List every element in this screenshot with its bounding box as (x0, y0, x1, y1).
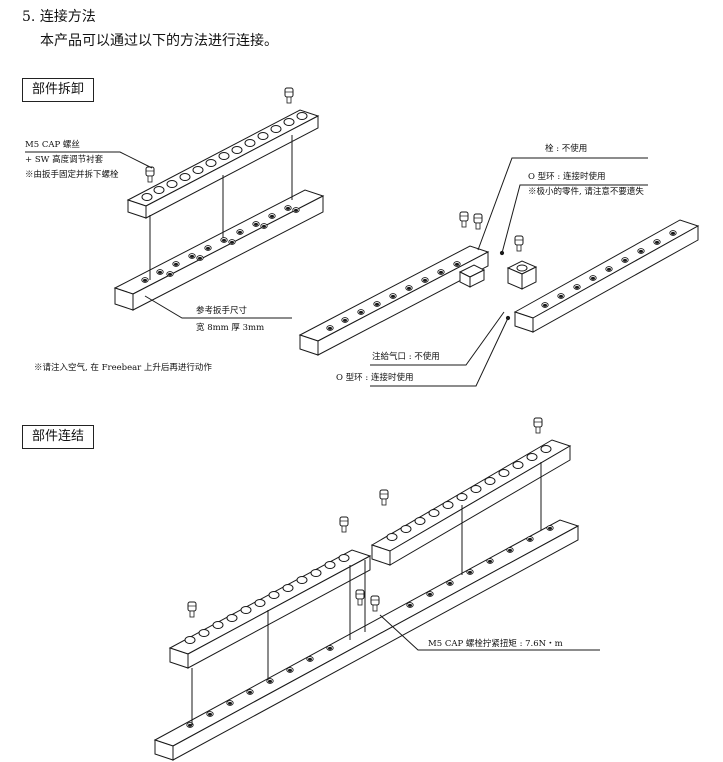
section-title: 连接方法 (39, 9, 96, 25)
section-heading: 5. 连接方法 (22, 6, 96, 26)
wrench-size-value: 宽 8mm 厚 3mm (196, 323, 265, 333)
m5-cap-screw-label: M5 CAP 螺丝 (25, 140, 80, 150)
small-parts-note: ※极小的零件, 请注意不要遗失 (528, 187, 644, 197)
oring-connect-label-2: O 型环 : 连接时使用 (336, 373, 414, 383)
disassembly-label-box: 部件拆卸 (22, 78, 95, 102)
intro-text: 本产品可以通过以下的方法进行连接。 (40, 33, 278, 49)
connected-lower-rail (153, 519, 580, 761)
m5-cap-screw-icon (145, 166, 155, 183)
wrench-note-label: ※由扳手固定并拆下螺栓 (25, 170, 119, 180)
air-inlet-unused-label: 注給气口 : 不使用 (372, 352, 440, 362)
torque-label: M5 CAP 螺栓拧紧扭矩 : 7.6N・m (428, 639, 563, 649)
air-note: ※请注入空气, 在 Freebear 上升后再进行动作 (34, 363, 212, 373)
sw-sleeve-label: + SW 高度调节衬套 (25, 155, 104, 165)
section-number: 5. (22, 9, 36, 25)
right-rail (513, 219, 700, 333)
plug-unused-label: 栓 : 不使用 (545, 144, 588, 154)
wrench-size-title: 参考扳手尺寸 (196, 306, 248, 316)
connect-label-box: 部件连结 (22, 425, 95, 449)
oring-connect-label-1: O 型环 : 连接时使用 (528, 172, 606, 182)
connector-block-small (458, 264, 486, 288)
connector-block-large (506, 260, 538, 290)
top-screw-icon (284, 87, 294, 104)
